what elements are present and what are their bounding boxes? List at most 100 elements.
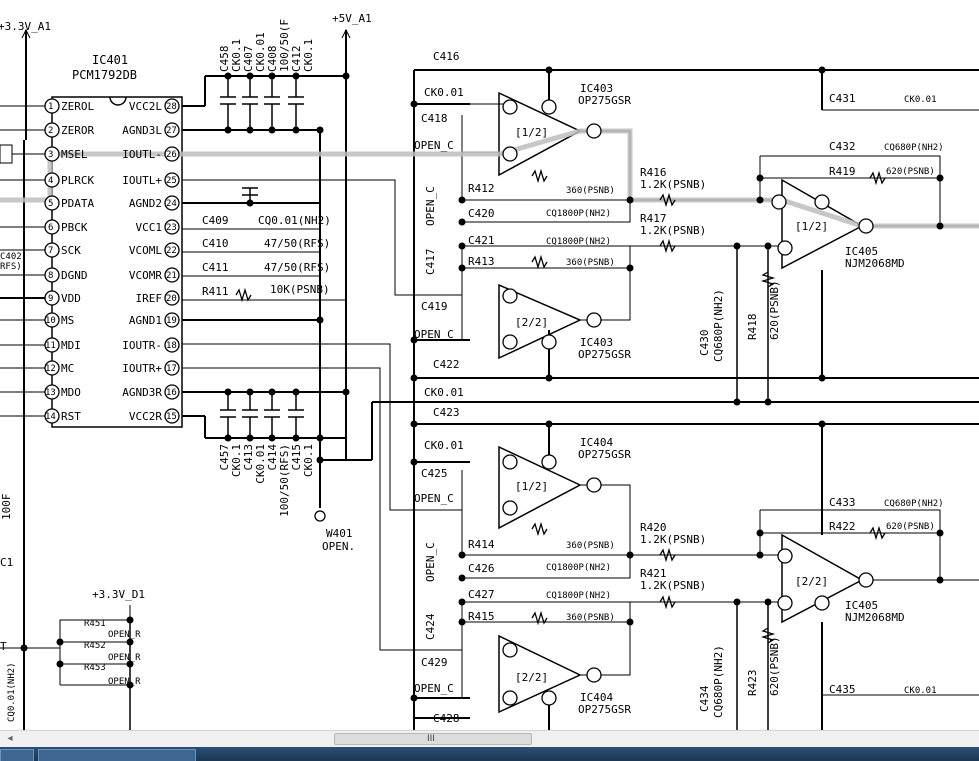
pin-num: 8 [48, 271, 53, 281]
part-ref: C432 [829, 140, 856, 153]
pin-num: 1 [48, 102, 53, 112]
circuit-schematic: +3.3V_A1 +5V_A1 +3.3V_D1 IC401 PCM1792DB… [0, 12, 979, 730]
pin-label: IOUTL- [122, 148, 162, 161]
scroll-left-icon[interactable]: ◂ [7, 733, 13, 744]
cap-label: CK0.1 [302, 39, 315, 72]
part-ref: C426 [468, 562, 495, 575]
pin-num: 27 [166, 126, 177, 136]
part-value: 620(PSNB) [768, 636, 781, 696]
part-value: CQ680P(NH2) [884, 499, 944, 509]
taskbar-button[interactable] [38, 749, 196, 761]
pin-label: VCC2L [129, 100, 162, 113]
part-ref: R422 [829, 520, 856, 533]
part-ref: C435 [829, 683, 856, 696]
pin-label: VCC2R [129, 410, 162, 423]
part-ref: C419 [421, 300, 448, 313]
pin-label: ZEROR [61, 124, 94, 137]
part-value: CQ680P(NH2) [884, 143, 944, 153]
part-ref: R413 [468, 255, 495, 268]
part-value: CQ1800P(NH2) [546, 563, 611, 573]
part-ref: R419 [829, 165, 856, 178]
part-ref: W401 [326, 527, 353, 540]
pin-label: MC [61, 362, 74, 375]
part-value: OPEN_C [414, 682, 454, 695]
pin-num: 22 [166, 246, 177, 256]
part-value: CQ1800P(NH2) [546, 209, 611, 219]
cap-label: C415 [290, 444, 303, 471]
part-value: 620(PSNB) [886, 522, 935, 532]
part-ref: C433 [829, 496, 856, 509]
part-value: OPEN_C [414, 328, 454, 341]
part-ref: C424 [424, 613, 437, 640]
scrollbar-grip: III [427, 734, 435, 744]
rail-label-3v3-a1: +3.3V_A1 [0, 20, 51, 33]
ic-name: IC403 [580, 336, 613, 349]
part-value: 1.2K(PSNB) [640, 224, 706, 237]
scrollbar-thumb[interactable]: III [334, 733, 532, 745]
part-ref: C431 [829, 92, 856, 105]
part-ref: R420 [640, 521, 667, 534]
ic-name: IC404 [580, 436, 613, 449]
part-value: OPEN_R [108, 630, 141, 640]
part-value: 1.2K(PSNB) [640, 579, 706, 592]
pin-num: 23 [166, 223, 177, 233]
pin-label: IOUTR+ [122, 362, 162, 375]
part-value: 100F [0, 494, 13, 521]
part-value: CK0.01 [424, 386, 464, 399]
ic-name: IC405 [845, 599, 878, 612]
part-value: 360(PSNB) [566, 541, 615, 551]
part-ref: C417 [424, 249, 437, 276]
taskbar-button[interactable] [0, 749, 34, 761]
cap-label: C408 [266, 46, 279, 73]
part-ref: C410 [202, 237, 229, 250]
ic-part: OP275GSR [578, 348, 631, 361]
part-value: CQ680P(NH2) [712, 645, 725, 718]
part-value: 360(PSNB) [566, 186, 615, 196]
part-ref: R453 [84, 663, 106, 673]
part-ref: R412 [468, 182, 495, 195]
pin-label: PLRCK [61, 174, 94, 187]
ic-name: IC405 [845, 245, 878, 258]
pin-num: 21 [166, 271, 177, 281]
cap-label: C457 [218, 444, 231, 471]
pin-label: PBCK [61, 221, 88, 234]
part-ref: C418 [421, 112, 448, 125]
pin-label: IOUTL+ [122, 174, 162, 187]
part-value: 1.2K(PSNB) [640, 533, 706, 546]
part-ref: C421 [468, 234, 495, 247]
part-value: CQ1800P(NH2) [546, 237, 611, 247]
pin-label: VCOML [129, 244, 162, 257]
ic-part: OP275GSR [578, 448, 631, 461]
horizontal-scrollbar[interactable]: ◂ III [0, 730, 979, 747]
cap-label: C412 [290, 46, 303, 73]
ic401-part: PCM1792DB [72, 68, 137, 82]
part-value: OPEN_C [414, 492, 454, 505]
pin-num: 2 [48, 126, 53, 136]
pin-num: 3 [48, 150, 53, 160]
part-ref: R411 [202, 285, 229, 298]
pin-num: 14 [45, 412, 56, 422]
part-value: CQ1800P(NH2) [546, 591, 611, 601]
cap-label: 100/50(F [278, 19, 291, 72]
part-ref: T [0, 640, 7, 653]
cap-label: CK0.1 [230, 444, 243, 477]
pin-label: PDATA [61, 197, 94, 210]
schematic-viewport[interactable]: +3.3V_A1 +5V_A1 +3.3V_D1 IC401 PCM1792DB… [0, 0, 979, 730]
pin-label: MS [61, 314, 74, 327]
part-value: OPEN_C [424, 186, 437, 226]
part-ref: R416 [640, 166, 667, 179]
pin-label: VCC1 [136, 221, 163, 234]
part-value: 1.2K(PSNB) [640, 178, 706, 191]
part-ref: R414 [468, 538, 495, 551]
part-value: OPEN. [322, 540, 355, 553]
part-value: CQ0.01(NH2) [258, 214, 331, 227]
pin-num: 13 [45, 388, 56, 398]
cap-label: C413 [242, 444, 255, 471]
ic-part: OP275GSR [578, 94, 631, 107]
part-value: CK0.01 [424, 439, 464, 452]
pin-num: 17 [166, 364, 177, 374]
part-value: OPEN_R [108, 677, 141, 687]
part-value: 47/50(RFS) [264, 237, 330, 250]
part-value: OPEN_R [108, 653, 141, 663]
part-ref: R452 [84, 641, 106, 651]
